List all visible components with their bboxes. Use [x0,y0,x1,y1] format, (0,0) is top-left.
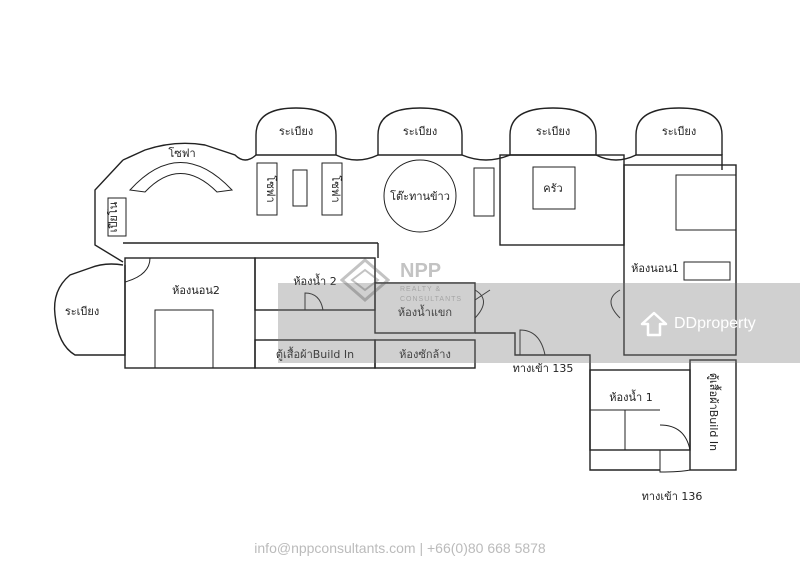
ddproperty-logo-icon [640,311,668,337]
balcony-1-outline [255,107,337,155]
sofa-left-shape [256,162,278,216]
bedroom-1-desk [683,261,731,281]
bedroom-2-outline [124,257,256,369]
label-piano: เปียโน [106,201,120,232]
sofa-right-shape [321,162,343,216]
label-kitchen: ครัว [543,182,562,195]
balcony-3-outline [509,107,597,155]
kitchen-island [532,166,576,210]
kitchen-counter [473,167,495,217]
coffee-table [292,169,308,207]
label-bedroom-1: ห้องนอน1 [631,262,679,275]
label-sofa-v2: โซฟา [329,175,343,202]
guest-bathroom-door [474,289,491,319]
bathroom-2-door [304,292,324,311]
label-wardrobe-right: ตู้เสื้อผ้าBuild In [707,373,722,451]
label-laundry: ห้องซักล้าง [399,348,451,361]
label-bathroom-2: ห้องน้ำ 2 [293,273,336,288]
balcony-2-outline [377,107,463,155]
top-wall [122,142,723,170]
label-balcony-1: ระเบียง [279,125,313,138]
bedroom-1-bed [675,174,737,231]
dining-table-shape [383,159,457,233]
ddproperty-watermark: DDproperty [640,311,756,337]
label-wardrobe-left: ตู้เสื้อผ้าBuild In [276,346,354,361]
bedroom-2-door [124,257,151,283]
balcony-4-outline [635,107,723,155]
corridor-wall [475,332,660,471]
bedroom-2-bed [154,309,214,369]
npp-title: NPP [400,260,442,282]
npp-subtitle-1: REALTY & [400,286,442,293]
guest-bathroom-outline [374,282,476,334]
bathroom-1-door [659,424,691,451]
npp-subtitle-2: CONSULTANTS [400,296,463,303]
bedroom-1-outline [623,164,737,356]
label-dining-table: โต๊ะทานข้าว [390,189,450,203]
watermark-band [278,283,800,363]
kitchen-area [499,154,625,246]
wardrobe-right-outline [689,359,737,471]
label-sofa-v1: โซฟา [264,175,278,202]
label-balcony-3: ระเบียง [536,125,570,138]
label-bedroom-2: ห้องนอน2 [172,284,220,297]
label-entrance-136: ทางเข้า 136 [642,490,703,503]
sofa-curved [128,162,234,193]
label-balcony-2: ระเบียง [403,125,437,138]
label-balcony-4: ระเบียง [662,125,696,138]
footer-contact: info@nppconsultants.com | +66(0)80 668 5… [254,540,546,556]
label-bathroom-1: ห้องน้ำ 1 [609,389,652,404]
label-guest-bathroom: ห้องน้ำแขก [398,304,452,319]
npp-logo-icon [339,258,391,302]
label-balcony-left: ระเบียง [65,305,99,318]
left-balcony-outline [53,263,126,356]
entrance-135-door [519,329,546,356]
npp-watermark: NPP REALTY & CONSULTANTS [339,258,480,318]
label-entrance-135: ทางเข้า 135 [513,362,574,375]
piano-shape [107,197,127,237]
left-bay-wall [94,159,124,263]
corridor-door [610,289,621,319]
laundry-outline [374,339,476,369]
entrance-136-door [659,450,691,473]
ddproperty-text: DDproperty [674,315,756,332]
label-sofa-top: โซฟา [168,146,195,160]
